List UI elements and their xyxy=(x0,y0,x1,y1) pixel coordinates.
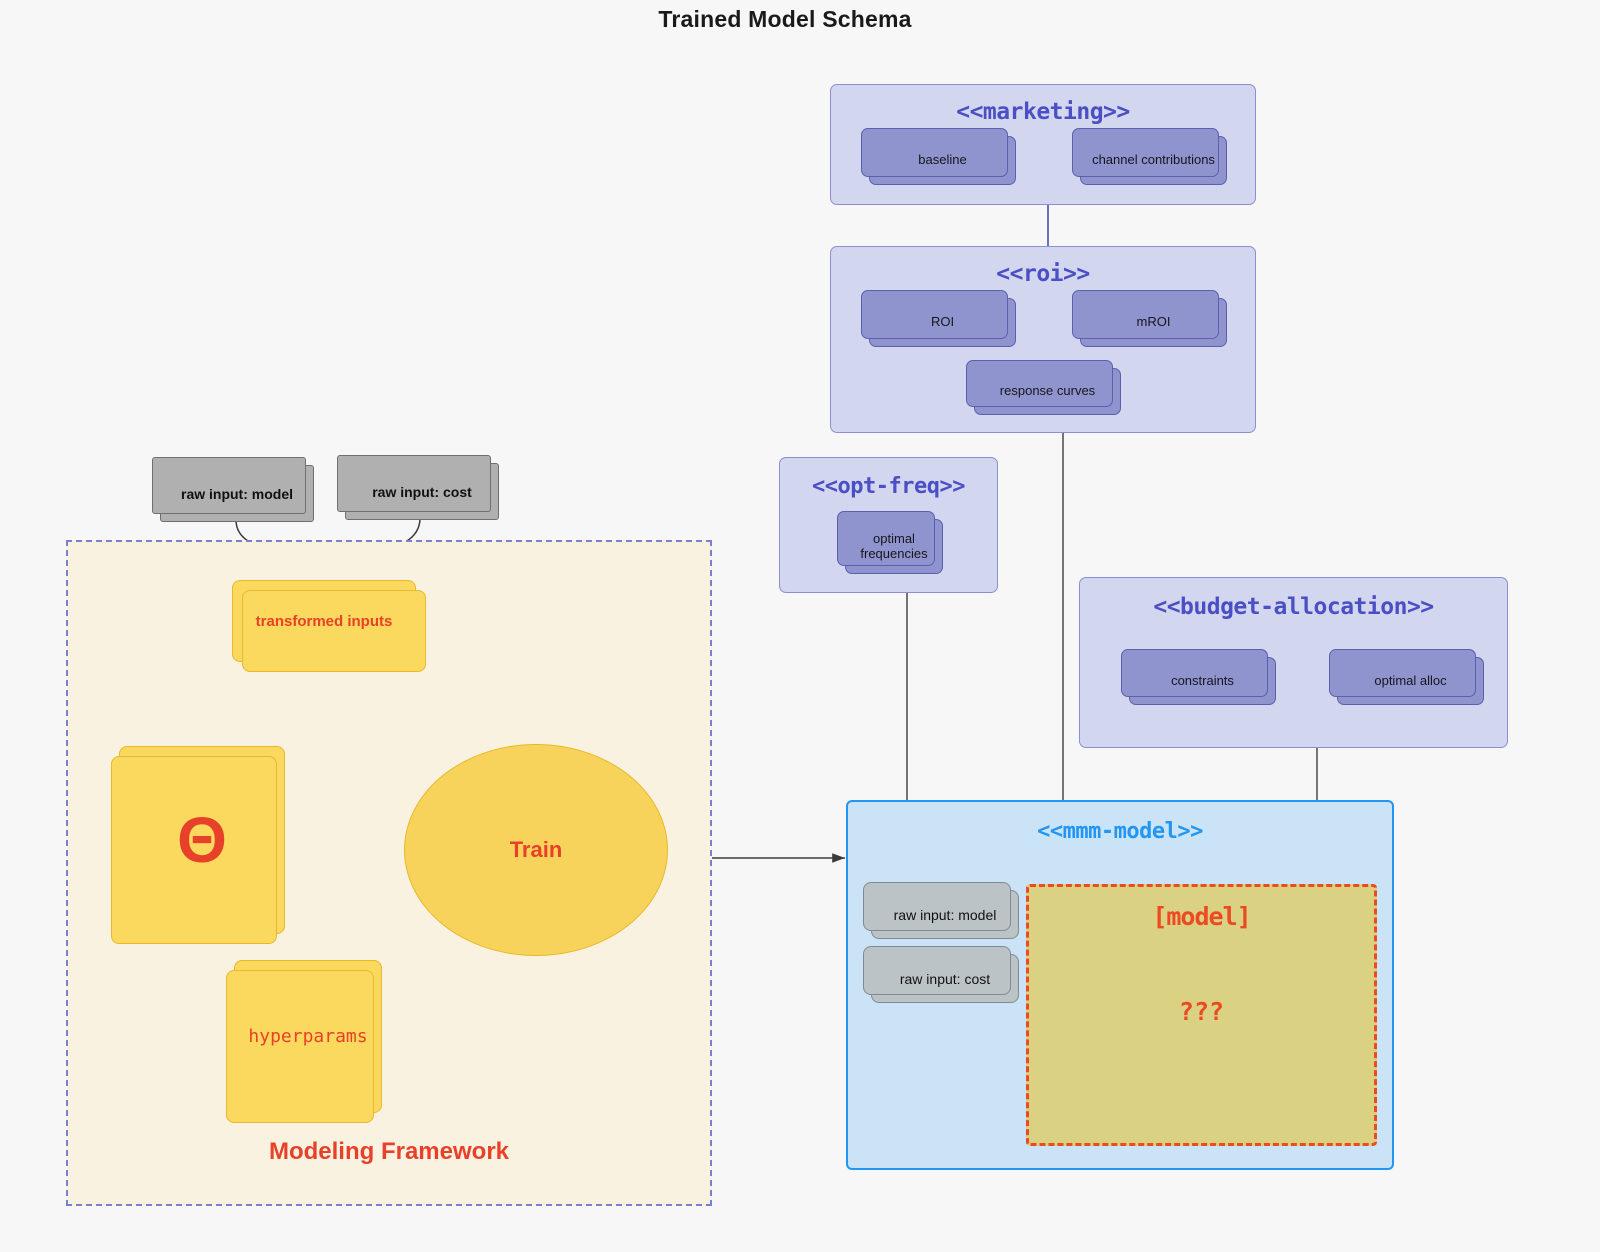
page-title: Trained Model Schema xyxy=(658,6,912,32)
card-stack-shadow xyxy=(152,457,306,514)
mmm-raw-input-model-label: raw input: model xyxy=(893,906,997,923)
card-stack-shadow xyxy=(1121,649,1268,697)
card-stack-shadow xyxy=(242,590,426,672)
package-mmm-model-title: <<mmm-model>> xyxy=(1037,819,1203,844)
transformed-inputs-card[interactable]: transformed inputs xyxy=(232,580,426,672)
node-baseline[interactable]: baseline xyxy=(861,128,1016,185)
node-roi[interactable]: ROI xyxy=(861,290,1016,347)
node-optimal-frequencies-label-line2: frequencies xyxy=(860,545,928,561)
card-stack-shadow xyxy=(863,882,1011,931)
node-constraints-label: constraints xyxy=(1171,672,1234,688)
mmm-raw-input-cost-label: raw input: cost xyxy=(899,970,991,987)
train-node[interactable]: Train xyxy=(404,744,668,956)
package-budget-allocation-title: <<budget-allocation>> xyxy=(1153,594,1434,620)
package-roi-title: <<roi>> xyxy=(996,261,1090,287)
card-stack-shadow xyxy=(966,360,1113,407)
node-channel-contributions[interactable]: channel contributions xyxy=(1072,128,1227,185)
node-optimal-alloc[interactable]: optimal alloc xyxy=(1329,649,1484,705)
node-channel-contributions-label: channel contributions xyxy=(1092,152,1215,168)
node-roi-label: ROI xyxy=(930,314,955,330)
card-stack-shadow xyxy=(111,756,277,944)
node-response-curves-label: response curves xyxy=(999,383,1096,399)
card-stack-shadow xyxy=(226,970,374,1123)
node-response-curves[interactable]: response curves xyxy=(966,360,1121,415)
card-stack-shadow xyxy=(861,128,1008,177)
theta-card[interactable]: Θ xyxy=(111,746,285,944)
hyperparams-card[interactable]: hyperparams xyxy=(226,960,382,1123)
mmm-raw-input-model-card[interactable]: raw input: model xyxy=(863,882,1019,939)
card-stack-shadow xyxy=(1329,649,1476,697)
card-stack-shadow xyxy=(1072,128,1219,177)
card-stack-shadow xyxy=(863,946,1011,995)
raw-input-model-card[interactable]: raw input: model xyxy=(152,457,314,522)
card-stack-shadow xyxy=(861,290,1008,339)
hyperparams-label: hyperparams xyxy=(248,1026,368,1047)
transformed-inputs-label: transformed inputs xyxy=(255,612,393,630)
modeling-framework-label: Modeling Framework xyxy=(268,1138,510,1165)
model-slot-title: [model] xyxy=(1152,902,1251,931)
model-slot-placeholder[interactable]: [model] ??? xyxy=(1026,884,1377,1146)
mmm-raw-input-cost-card[interactable]: raw input: cost xyxy=(863,946,1019,1003)
package-opt-freq-title: <<opt-freq>> xyxy=(812,474,965,499)
node-baseline-label: baseline xyxy=(918,152,967,168)
model-slot-body: ??? xyxy=(1178,997,1225,1026)
card-stack-shadow xyxy=(1072,290,1219,339)
node-optimal-alloc-label: optimal alloc xyxy=(1374,672,1447,688)
raw-input-model-label: raw input: model xyxy=(181,485,293,502)
raw-input-cost-label: raw input: cost xyxy=(372,483,472,500)
node-mroi[interactable]: mROI xyxy=(1072,290,1227,347)
node-mroi-label: mROI xyxy=(1136,314,1171,330)
raw-input-cost-card[interactable]: raw input: cost xyxy=(337,455,499,520)
train-label: Train xyxy=(509,837,563,862)
theta-symbol: Θ xyxy=(177,804,227,876)
node-optimal-frequencies[interactable]: optimal frequencies xyxy=(837,511,943,574)
node-optimal-frequencies-label-line1: optimal xyxy=(873,530,915,546)
card-stack-shadow xyxy=(837,511,935,566)
package-marketing-title: <<marketing>> xyxy=(956,99,1130,125)
node-constraints[interactable]: constraints xyxy=(1121,649,1276,705)
card-stack-shadow xyxy=(337,455,491,512)
